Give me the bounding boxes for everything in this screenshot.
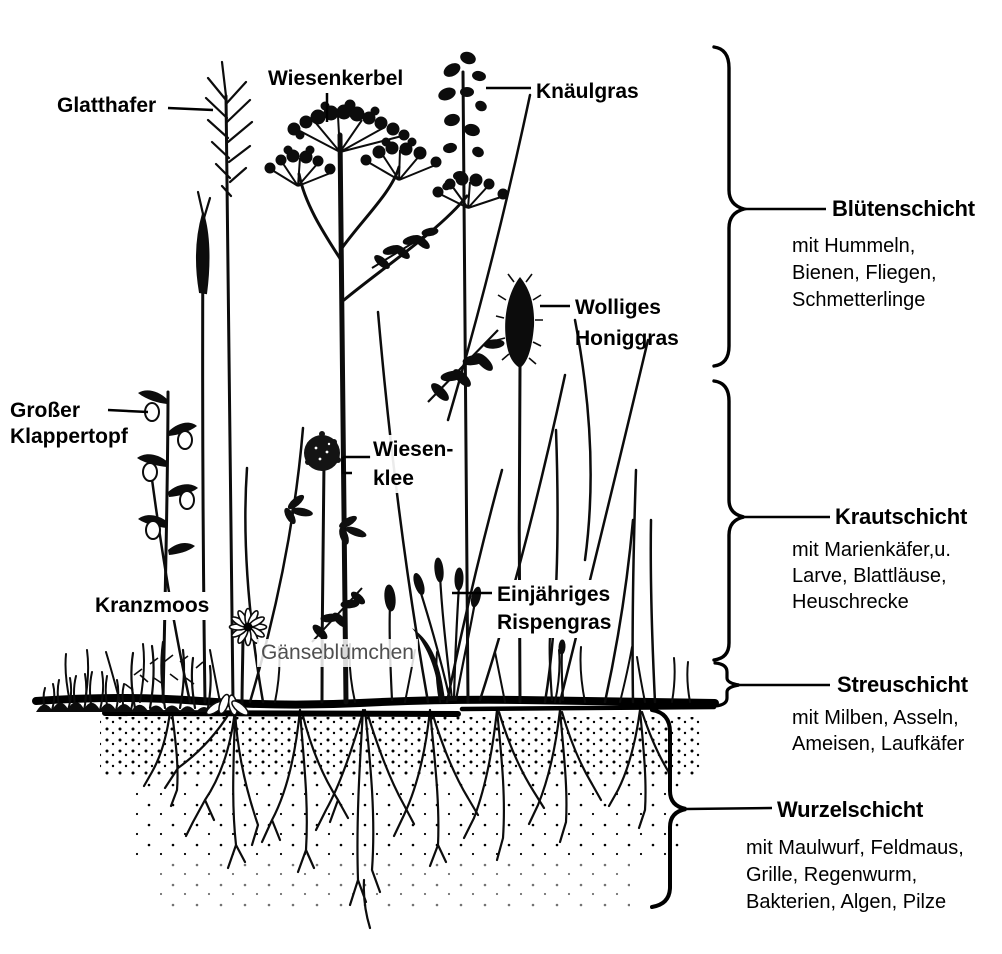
label-grosser-klappertopf: Großer Klappertopf (10, 398, 128, 450)
layer-fauna-streuschicht: mit Milben, Asseln, Ameisen, Laufkäfer (792, 705, 964, 757)
wiesenklee-plant (284, 431, 367, 545)
gaensebluemchen-plant (205, 607, 268, 716)
layer-heading-krautschicht: Krautschicht (835, 504, 968, 529)
label-einjaehriges-rispengras: Einjähriges Rispengras (492, 580, 617, 638)
soil-stipple (100, 717, 700, 909)
leader-lines (107, 86, 570, 595)
label-kranzmoos: Kranzmoos (90, 592, 215, 620)
label-wiesenkerbel: Wiesenkerbel (268, 67, 404, 90)
label-line: Klappertopf (10, 425, 128, 448)
fauna-line: mit Marienkäfer,u. (792, 539, 951, 561)
fauna-line: Bakterien, Algen, Pilze (746, 891, 947, 913)
label-line: Wiesen- (373, 438, 454, 461)
fauna-line: Heuschrecke (792, 591, 909, 613)
fauna-line: Bienen, Fliegen, (792, 262, 937, 284)
fauna-line: mit Milben, Asseln, (792, 707, 959, 729)
label-line: Rispengras (497, 611, 612, 634)
label-wiesenklee: Wiesen- klee (370, 435, 457, 493)
fauna-line: mit Maulwurf, Feldmaus, (746, 837, 964, 859)
label-glatthafer: Glatthafer (57, 94, 157, 117)
label-gaensebluemchen: Gänseblümchen (257, 639, 418, 667)
layer-heading-streuschicht: Streuschicht (837, 672, 968, 697)
wiesenkerbel-plant (264, 99, 509, 643)
root-system (142, 708, 672, 930)
label-line: Einjähriges (497, 583, 611, 606)
section-lines (685, 207, 830, 811)
label-knaeulgras: Knäulgras (536, 80, 639, 103)
fauna-line: mit Hummeln, (792, 235, 916, 257)
layer-fauna-wurzelschicht: mit Maulwurf, Feldmaus, Grille, Regenwur… (746, 835, 964, 916)
fauna-line: Larve, Blattläuse, (792, 565, 947, 587)
label-line: Wolliges (575, 296, 661, 319)
label-line: Honiggras (575, 327, 679, 350)
brace-bluetenschicht (712, 45, 751, 368)
brace-streuschicht (713, 661, 740, 708)
layer-heading-bluetenschicht: Blütenschicht (832, 196, 975, 221)
fauna-line: Ameisen, Laufkäfer (792, 733, 965, 755)
fauna-line: Grille, Regenwurm, (746, 864, 918, 886)
label-wolliges-honiggras: Wolliges Honiggras (575, 292, 679, 354)
honiggras-plant (495, 273, 543, 368)
klappertopf-plant (137, 390, 198, 555)
layer-fauna-krautschicht: mit Marienkäfer,u. Larve, Blattläuse, He… (792, 537, 951, 615)
label-line: klee (373, 467, 414, 490)
glatthafer-plant (196, 60, 254, 295)
label-line: Großer (10, 399, 81, 422)
fauna-line: Schmetterlinge (792, 289, 926, 311)
layer-fauna-bluetenschicht: mit Hummeln, Bienen, Fliegen, Schmetterl… (792, 233, 937, 314)
knaeulgras-plant (438, 51, 487, 191)
layer-heading-wurzelschicht: Wurzelschicht (777, 797, 924, 822)
brace-krautschicht (712, 379, 745, 662)
